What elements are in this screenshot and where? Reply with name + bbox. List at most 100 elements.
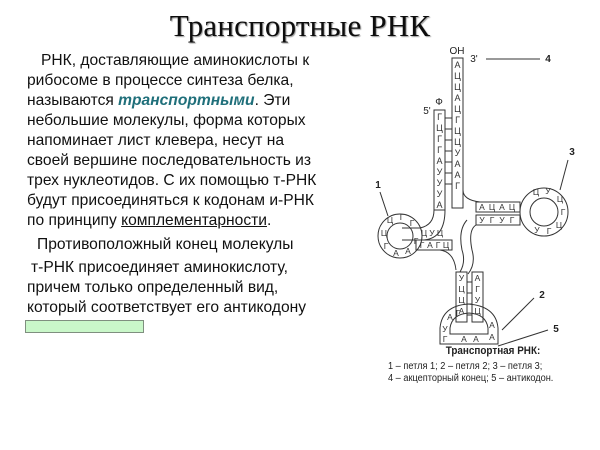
- arm-3-top: [462, 189, 512, 203]
- svg-text:У: У: [545, 186, 551, 196]
- acceptor-stem-pairs: [445, 117, 452, 185]
- svg-text:У: У: [479, 215, 485, 225]
- svg-text:Ц: Ц: [421, 228, 428, 238]
- number-label-4: 4: [545, 54, 551, 65]
- svg-text:Ц: Ц: [509, 202, 516, 212]
- svg-text:А: А: [489, 320, 495, 330]
- anticodon-loop: [439, 303, 499, 345]
- svg-text:А: А: [436, 156, 442, 166]
- svg-text:У: У: [499, 215, 505, 225]
- number-label-3: 3: [569, 147, 575, 158]
- svg-text:Г: Г: [443, 334, 448, 344]
- svg-text:Ц: Ц: [454, 126, 461, 136]
- svg-text:Г: Г: [510, 215, 515, 225]
- svg-text:Г: Г: [437, 145, 442, 155]
- number-label-2: 2: [539, 290, 545, 301]
- svg-text:Г: Г: [490, 215, 495, 225]
- text-line: который соответствует его антикодону: [27, 299, 307, 316]
- svg-text:Г: Г: [414, 236, 419, 246]
- highlighted-term: транспортными: [118, 92, 255, 109]
- svg-text:А: А: [475, 273, 481, 283]
- text-line: своей вершине последовательность из: [27, 152, 312, 169]
- svg-text:Г: Г: [475, 284, 480, 294]
- text-fragment: называются: [27, 92, 119, 109]
- anticodon-loop-letters: А Г У Г А А А А: [442, 308, 495, 344]
- text-line: РНК, доставляющие аминокислоты к: [41, 52, 310, 69]
- text-line: причем только определенный вид,: [27, 279, 279, 296]
- number-label-5: 5: [553, 324, 559, 335]
- svg-text:Г: Г: [400, 212, 405, 222]
- svg-text:А: А: [454, 159, 460, 169]
- text-line: по принципу комплементарности.: [27, 211, 377, 231]
- svg-text:Г: Г: [410, 218, 415, 228]
- leader-line-2: [501, 297, 535, 331]
- svg-text:А: А: [461, 334, 467, 344]
- slide-title: Транспортные РНК: [169, 8, 431, 43]
- svg-text:У: У: [442, 324, 448, 334]
- svg-text:А: А: [447, 312, 453, 322]
- svg-text:Г: Г: [436, 240, 441, 250]
- loop-3: [519, 187, 569, 237]
- svg-text:У: У: [429, 228, 435, 238]
- svg-text:У: У: [437, 189, 443, 199]
- svg-text:Г: Г: [547, 226, 552, 236]
- text-line: трех нуклеотидов. С их помощью т-РНК: [27, 172, 317, 189]
- svg-text:Г: Г: [561, 207, 566, 217]
- text-line: напоминает лист клевера, несут на: [27, 132, 285, 149]
- svg-text:Ц: Ц: [387, 215, 394, 225]
- underlined-term: комплементарности: [121, 212, 267, 229]
- svg-text:А: А: [405, 246, 411, 256]
- svg-text:Г: Г: [456, 308, 461, 318]
- svg-text:Г: Г: [455, 181, 460, 191]
- text-fragment: по принципу: [27, 212, 122, 229]
- svg-text:Ц: Ц: [489, 202, 496, 212]
- leader-line-5: [497, 329, 549, 347]
- svg-text:А: А: [499, 202, 505, 212]
- svg-text:А: А: [393, 248, 399, 258]
- svg-text:Ц: Ц: [436, 123, 443, 133]
- text-line: называются транспортными. Эти: [27, 91, 377, 111]
- loop-3-inner: [529, 197, 559, 227]
- svg-text:Ц: Ц: [458, 295, 465, 305]
- loop-1-inner: [386, 222, 414, 250]
- svg-text:У: У: [437, 167, 443, 177]
- svg-text:Г: Г: [437, 134, 442, 144]
- svg-text:У: У: [455, 148, 461, 158]
- svg-text:Ц: Ц: [557, 194, 564, 204]
- number-label-1: 1: [375, 180, 381, 191]
- stem-1-letters: Ц У Ц Г А Г Ц: [420, 228, 450, 250]
- svg-text:А: А: [473, 334, 479, 344]
- acceptor-3-strand: [451, 57, 464, 209]
- svg-text:А: А: [454, 60, 460, 70]
- svg-text:Г: Г: [437, 112, 442, 122]
- leader-line-3: [559, 159, 569, 191]
- variable-loop-inner: [459, 219, 468, 273]
- svg-text:А: А: [427, 240, 433, 250]
- svg-text:Ц: Ц: [454, 104, 461, 114]
- text-line: небольшие молекулы, форма которых: [27, 112, 306, 129]
- svg-text:У: У: [534, 225, 540, 235]
- stem-3-top: [475, 201, 521, 213]
- svg-text:Ц: Ц: [474, 306, 481, 316]
- loop-3-letters: Ц У Ц Г Ц Г У: [533, 186, 566, 236]
- svg-text:А: А: [479, 202, 485, 212]
- svg-text:А: А: [454, 93, 460, 103]
- five-prime-label: 5': [423, 106, 431, 117]
- three-prime-label: 3': [470, 54, 478, 65]
- stem-3-letters: А Ц А Ц У Г У Г: [479, 202, 516, 225]
- anticodon-stem-pairs: [467, 281, 472, 316]
- arm-1-return: [416, 249, 457, 271]
- anticodon-loop-inner: [449, 312, 489, 335]
- svg-text:Ц: Ц: [533, 187, 540, 197]
- caption-line: 4 – акцепторный конец; 5 – антикодон.: [388, 373, 554, 384]
- svg-text:Ц: Ц: [454, 71, 461, 81]
- svg-text:Ц: Ц: [443, 240, 450, 250]
- svg-text:Г: Г: [384, 241, 389, 251]
- loop-1: [377, 213, 423, 259]
- text-fragment: .: [266, 212, 272, 229]
- svg-text:Ц: Ц: [454, 137, 461, 147]
- acceptor-5-letters: Г Ц Г Г А У У У А: [436, 112, 443, 210]
- svg-text:Г: Г: [455, 115, 460, 125]
- svg-text:А: А: [459, 306, 465, 316]
